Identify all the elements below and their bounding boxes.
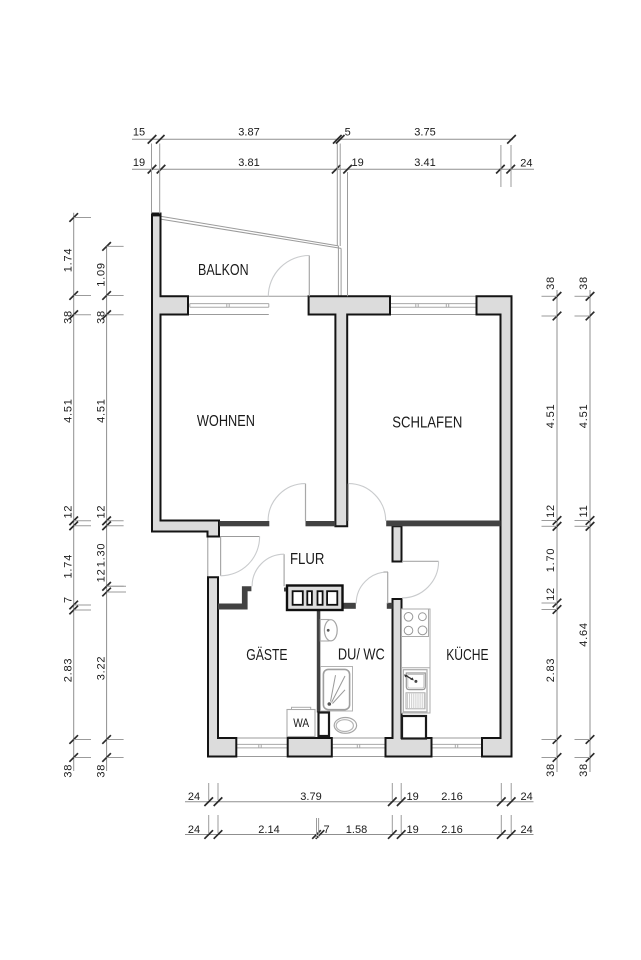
svg-text:38: 38 <box>545 763 557 777</box>
svg-text:2.83: 2.83 <box>63 658 75 683</box>
svg-text:4.51: 4.51 <box>95 398 107 423</box>
svg-text:38: 38 <box>95 764 107 778</box>
svg-text:12: 12 <box>95 568 107 582</box>
svg-text:3.41: 3.41 <box>414 157 435 169</box>
svg-text:3.79: 3.79 <box>300 791 321 803</box>
svg-text:24: 24 <box>521 824 533 836</box>
svg-text:WOHNEN: WOHNEN <box>197 413 255 430</box>
svg-text:1.58: 1.58 <box>346 824 367 836</box>
svg-text:GÄSTE: GÄSTE <box>246 647 287 664</box>
svg-text:5: 5 <box>345 127 351 139</box>
svg-text:15: 15 <box>133 126 145 138</box>
svg-text:3.87: 3.87 <box>238 126 259 138</box>
svg-text:1.30: 1.30 <box>95 543 107 568</box>
svg-text:38: 38 <box>63 310 75 324</box>
svg-text:24: 24 <box>188 791 200 803</box>
svg-text:1.74: 1.74 <box>63 248 75 273</box>
svg-text:19: 19 <box>133 157 145 169</box>
svg-text:4.64: 4.64 <box>578 622 590 647</box>
svg-text:4.51: 4.51 <box>545 404 557 429</box>
svg-text:19: 19 <box>407 791 419 803</box>
svg-text:3.81: 3.81 <box>238 157 259 169</box>
svg-text:7: 7 <box>324 824 330 836</box>
svg-text:38: 38 <box>578 763 590 777</box>
svg-text:12: 12 <box>545 587 557 601</box>
svg-text:3.75: 3.75 <box>414 126 435 138</box>
svg-text:7: 7 <box>63 596 75 603</box>
svg-text:24: 24 <box>520 158 532 170</box>
svg-text:1.74: 1.74 <box>63 554 75 579</box>
svg-text:BALKON: BALKON <box>198 262 249 279</box>
svg-text:11: 11 <box>578 504 590 517</box>
svg-text:2.14: 2.14 <box>258 824 279 836</box>
svg-text:38: 38 <box>578 276 590 290</box>
svg-text:2.16: 2.16 <box>441 824 462 836</box>
svg-text:2.16: 2.16 <box>441 791 462 803</box>
svg-text:WA: WA <box>293 716 309 730</box>
svg-text:38: 38 <box>63 764 75 778</box>
svg-text:19: 19 <box>352 157 364 169</box>
svg-text:1.70: 1.70 <box>545 548 557 573</box>
svg-text:12: 12 <box>95 505 107 519</box>
svg-text:1.09: 1.09 <box>95 262 107 287</box>
svg-text:KÜCHE: KÜCHE <box>446 646 488 664</box>
svg-text:DU/ WC: DU/ WC <box>338 646 385 663</box>
svg-text:FLUR: FLUR <box>290 551 324 568</box>
svg-text:SCHLAFEN: SCHLAFEN <box>392 414 462 431</box>
svg-text:19: 19 <box>407 824 419 836</box>
svg-text:24: 24 <box>521 791 533 803</box>
svg-text:4.51: 4.51 <box>63 398 75 423</box>
svg-text:38: 38 <box>95 310 107 324</box>
svg-text:12: 12 <box>63 505 75 519</box>
svg-text:24: 24 <box>188 824 200 836</box>
svg-text:2.83: 2.83 <box>545 658 557 683</box>
svg-text:38: 38 <box>545 276 557 290</box>
svg-text:4.51: 4.51 <box>578 404 590 429</box>
svg-text:12: 12 <box>545 504 557 518</box>
svg-text:3.22: 3.22 <box>95 656 107 681</box>
